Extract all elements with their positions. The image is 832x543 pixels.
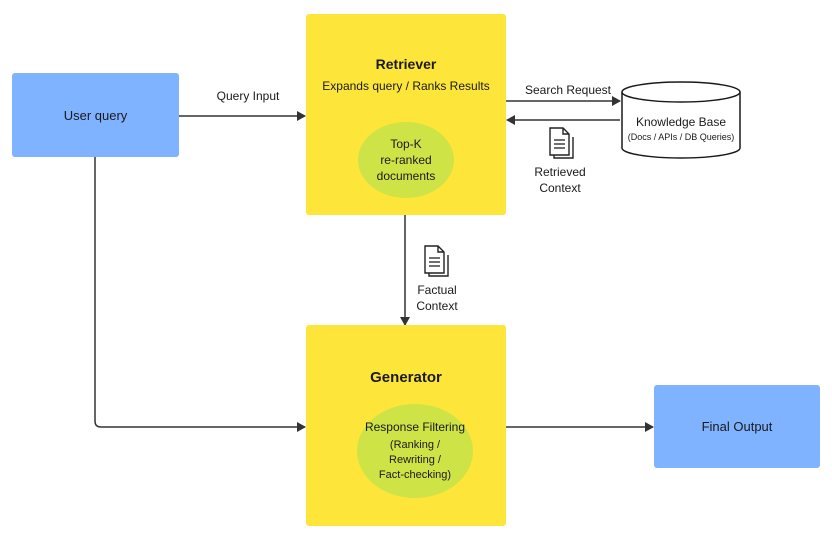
user-query-label: User query xyxy=(63,107,128,123)
factual-context-line-2: Context xyxy=(416,299,458,313)
generator-inner-line-1: (Ranking / xyxy=(389,439,441,451)
user-query-node: User query xyxy=(12,73,179,157)
retrieved-context-line-2: Context xyxy=(539,181,581,195)
generator-filter-ellipse: Response Filtering (Ranking / Rewriting … xyxy=(357,404,473,498)
knowledge-base-cylinder xyxy=(621,81,741,159)
retriever-subtitle: Expands query / Ranks Results xyxy=(322,79,490,93)
final-output-label: Final Output xyxy=(701,419,773,434)
factual-context-label: Factual Context xyxy=(400,282,474,314)
knowledge-base-detail: (Docs / APIs / DB Queries) xyxy=(627,132,735,142)
generator-inner-line-2: Rewriting / xyxy=(389,454,441,466)
generator-inner-line-3: Fact-checking) xyxy=(378,469,452,481)
knowledge-base-name: Knowledge Base xyxy=(635,115,727,129)
document-icon xyxy=(424,245,449,277)
retrieved-context-line-1: Retrieved xyxy=(534,165,586,179)
retriever-inner-line-2: re-ranked xyxy=(380,153,432,167)
arrow-query-to-generator xyxy=(94,157,306,432)
factual-context-line-1: Factual xyxy=(417,283,457,297)
retriever-inner-line-3: documents xyxy=(376,169,436,183)
retriever-inner-line-1: Top-K xyxy=(390,137,422,151)
retriever-topk-ellipse: Top-K re-ranked documents xyxy=(358,122,454,198)
retriever-title: Retriever xyxy=(375,56,437,72)
knowledge-base-text: Knowledge Base (Docs / APIs / DB Queries… xyxy=(622,115,740,142)
query-input-label: Query Input xyxy=(216,89,280,103)
generator-inner-title: Response Filtering xyxy=(364,420,466,434)
retrieved-context-label: Retrieved Context xyxy=(518,164,602,196)
search-request-label: Search Request xyxy=(524,83,612,97)
document-icon xyxy=(549,127,574,159)
generator-title: Generator xyxy=(370,369,442,386)
final-output-node: Final Output xyxy=(654,385,820,468)
